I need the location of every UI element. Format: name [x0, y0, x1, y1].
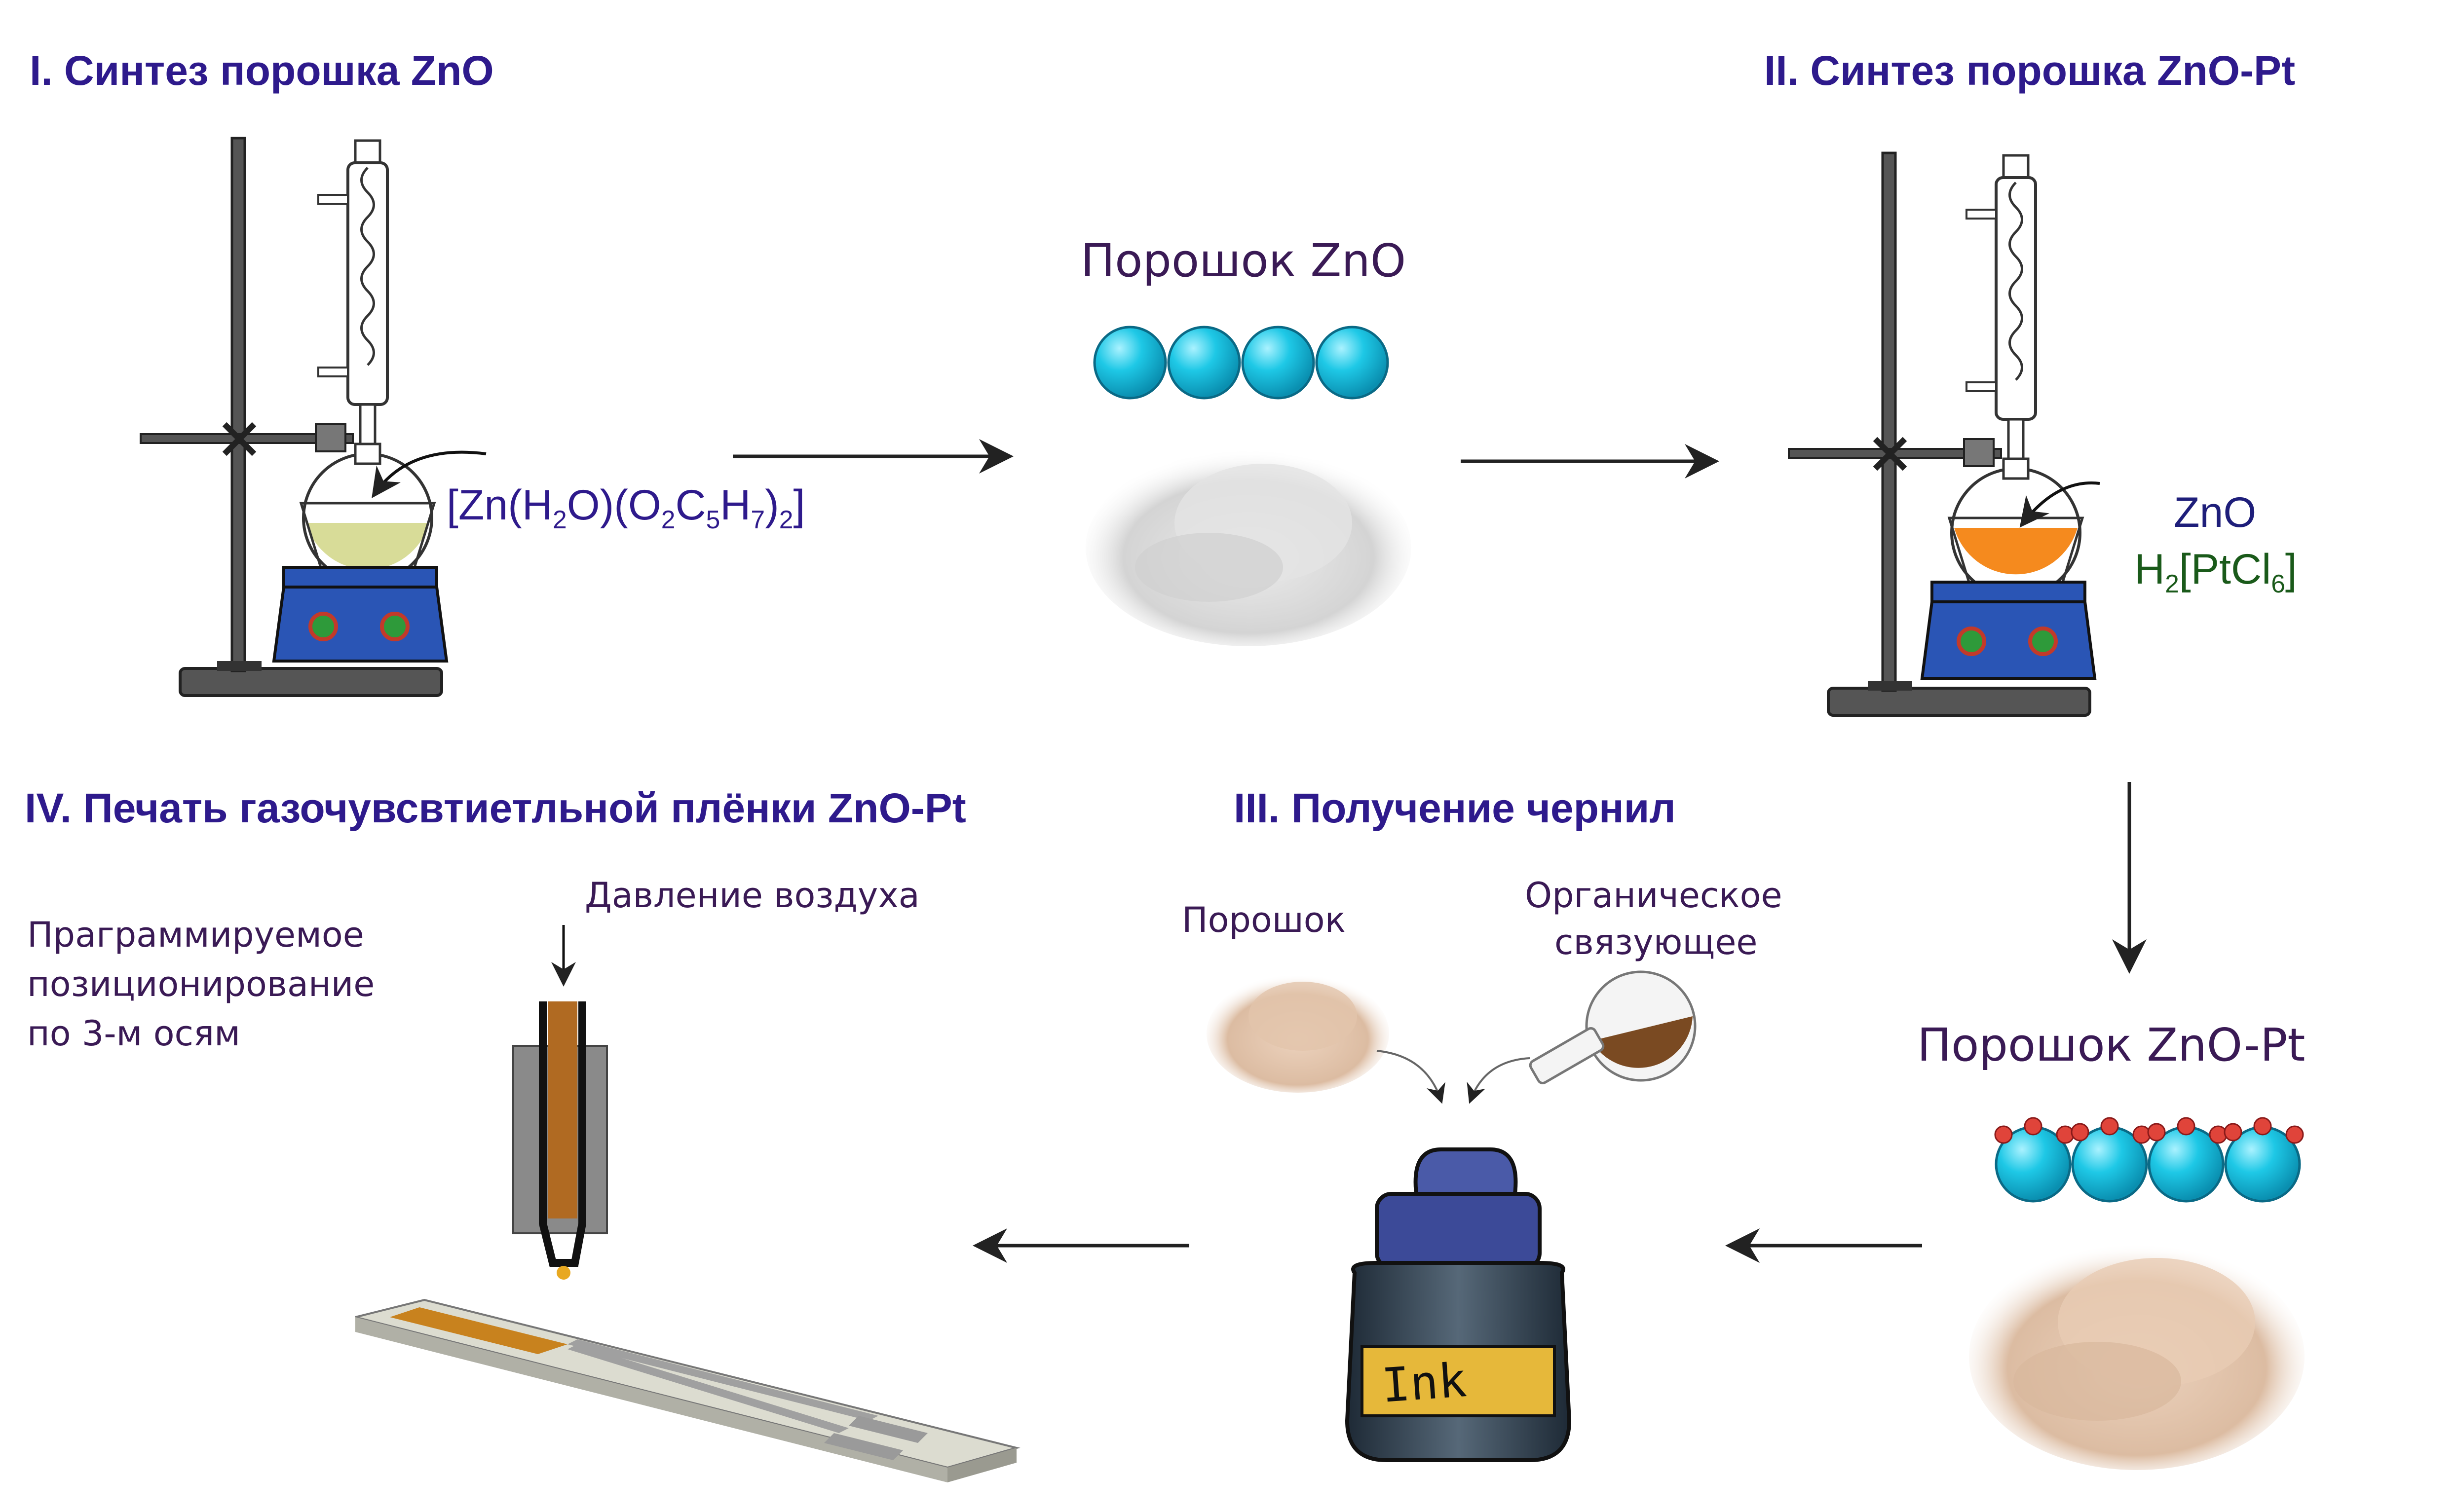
znopt-powder-pile [1969, 1243, 2305, 1470]
reflux-apparatus-2 [1788, 151, 2100, 717]
air-pressure-label: Давление воздуха [585, 875, 920, 916]
positioning-line3: по 3-м осям [27, 1013, 240, 1054]
binder-label-line1: Органическое [1525, 875, 1782, 916]
positioning-line1: Праграммируемое [27, 915, 364, 955]
flow-arrows [733, 439, 2147, 1263]
znopt-powder-label: Порошок ZnO-Pt [1917, 1019, 2306, 1071]
zno-powder-label: Порошок ZnO [1081, 234, 1406, 287]
stage-4-title: IV. Печать газочувсвтиетльной плёнки ZnO… [25, 785, 966, 831]
reflux-apparatus-1 [140, 137, 487, 697]
ink-powder-pile [1207, 974, 1389, 1093]
binder-label-line2: связующее [1554, 922, 1758, 962]
sensor-substrate [355, 1298, 1021, 1482]
zno-powder-pile [1086, 449, 1411, 646]
stage-2-title: II. Синтез порошка ZnO-Pt [1764, 47, 2296, 94]
znopt-particles [1994, 1117, 2304, 1203]
ink-powder-label: Порошок [1182, 900, 1346, 940]
precursor-formula: [Zn(H2O)(O2C5H7)2] [447, 481, 805, 534]
zno-reagent-label: ZnO [2174, 489, 2257, 536]
stage-3-title: III. Получение чернил [1234, 785, 1676, 831]
binder-flask [1529, 970, 1697, 1084]
ink-label-text: Ink [1380, 1353, 1469, 1413]
binder-to-ink-arrow [1467, 1057, 1530, 1104]
stage-1-title: I. Синтез порошка ZnO [30, 47, 494, 94]
ink-bottle [1345, 1147, 1572, 1462]
print-nozzle [512, 925, 608, 1280]
zno-particles [1093, 326, 1389, 400]
positioning-line2: позиционирование [27, 964, 375, 1004]
h2ptcl6-label: H2[PtCl6] [2134, 546, 2297, 598]
powder-to-ink-arrow [1376, 1050, 1445, 1104]
